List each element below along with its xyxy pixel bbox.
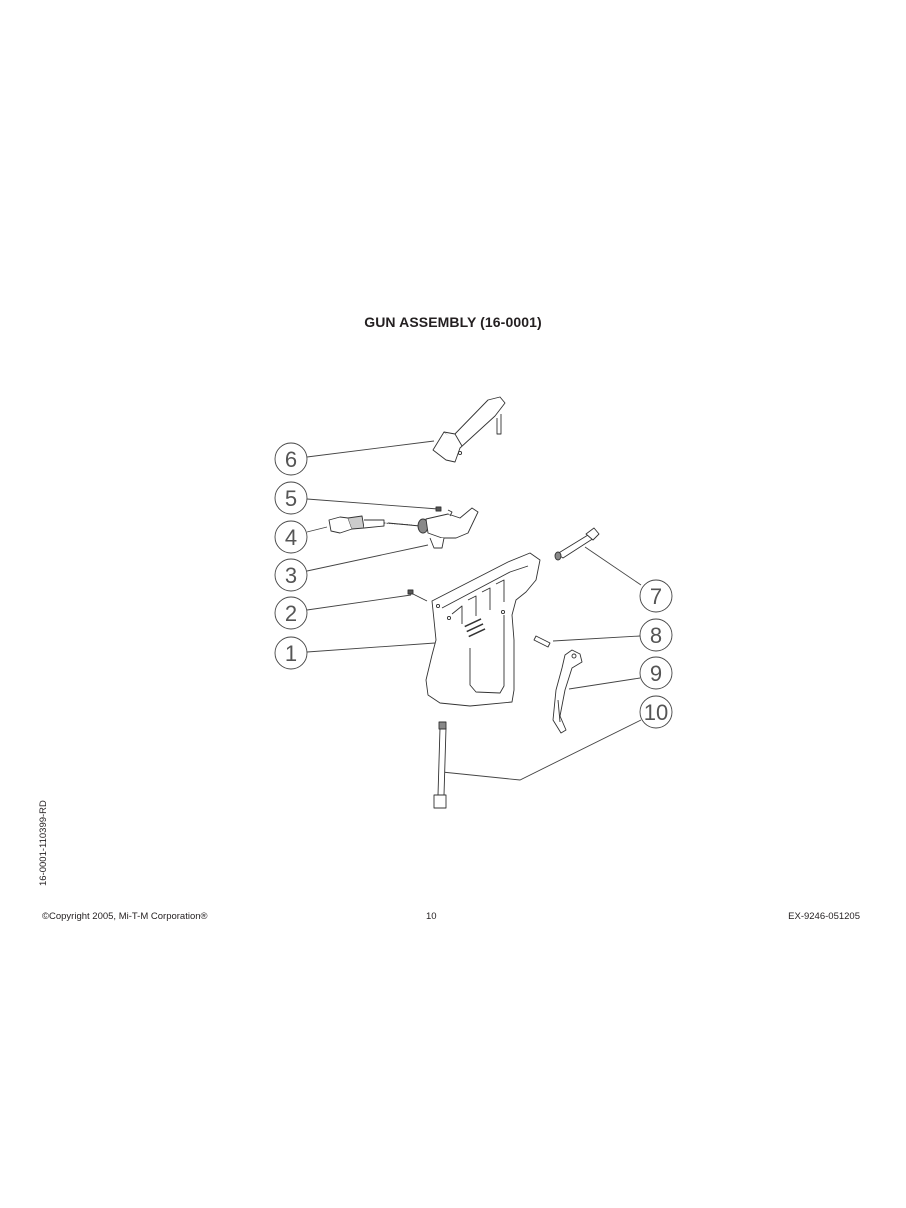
part-1-gun-body — [425, 552, 541, 707]
part-3-valve-body — [417, 507, 479, 549]
callout-8 — [552, 618, 673, 652]
callout-1 — [274, 636, 436, 670]
part-8-pin — [533, 635, 551, 648]
callout-7 — [584, 546, 673, 613]
side-document-code: 16-0001-110399-RD — [38, 800, 49, 886]
footer-document-code: EX-9246-051205 — [788, 911, 860, 922]
part-10-inlet-tube — [433, 721, 447, 809]
svg-text:8: 8 — [650, 623, 662, 648]
callout-4 — [274, 520, 328, 554]
part-5-set-screw — [435, 506, 442, 512]
part-4-stem-assembly — [328, 515, 421, 534]
part-9-trigger — [552, 649, 583, 734]
page-title: GUN ASSEMBLY (16-0001) — [364, 314, 542, 330]
part-2-screw — [407, 589, 428, 602]
svg-text:9: 9 — [650, 661, 662, 686]
callout-6 — [274, 440, 435, 476]
callout-2 — [274, 594, 412, 630]
part-7-outlet-tube — [554, 527, 600, 561]
footer-page-number: 10 — [426, 911, 437, 922]
part-6-trigger-cover — [432, 396, 506, 463]
svg-text:1: 1 — [285, 641, 297, 666]
svg-text:3: 3 — [285, 563, 297, 588]
svg-text:10: 10 — [644, 700, 668, 725]
svg-text:2: 2 — [285, 601, 297, 626]
callout-9 — [568, 656, 673, 690]
callout-5 — [274, 481, 439, 515]
callout-3 — [274, 544, 429, 592]
footer-copyright: ©Copyright 2005, Mi-T-M Corporation® — [42, 911, 208, 922]
svg-text:6: 6 — [285, 447, 297, 472]
svg-text:7: 7 — [650, 584, 662, 609]
svg-text:4: 4 — [285, 525, 297, 550]
svg-text:5: 5 — [285, 486, 297, 511]
callout-10 — [441, 695, 673, 781]
